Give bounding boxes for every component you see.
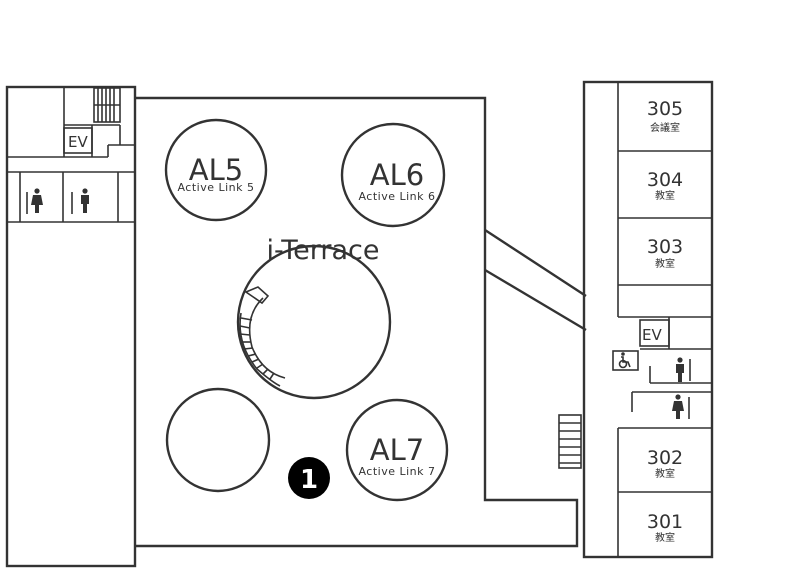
elevator-label-right: EV (642, 326, 662, 344)
spiral-stairs-icon (239, 286, 286, 387)
female-restroom-icon-right (672, 394, 684, 419)
right-wing: 305 会議室 304 教室 303 教室 EV (582, 80, 714, 559)
active-link-7-code: AL7 (370, 433, 424, 467)
room-302[interactable]: 302 教室 (647, 447, 683, 480)
room-304-number: 304 (647, 169, 683, 191)
room-304-label: 教室 (655, 189, 675, 202)
central-hall-outline (135, 96, 579, 548)
active-link-6-room[interactable] (340, 122, 446, 228)
location-marker-number: 1 (300, 465, 318, 495)
room-304[interactable]: 304 教室 (647, 169, 683, 202)
room-303-label: 教室 (655, 257, 675, 270)
male-restroom-icon-right (676, 357, 684, 382)
unlabeled-circular-room[interactable] (165, 387, 271, 493)
active-link-5-room[interactable] (164, 118, 268, 222)
left-wing: EV (5, 85, 137, 568)
active-link-7-room[interactable] (345, 398, 449, 502)
elevator-label-left: EV (68, 133, 88, 151)
active-link-5-code: AL5 (189, 153, 243, 187)
connecting-bridge (484, 228, 587, 469)
elevator-box-left (63, 127, 93, 154)
room-301[interactable]: 301 教室 (647, 511, 683, 544)
active-link-5-name: Active Link 5 (177, 181, 254, 194)
right-wing-outline (582, 80, 714, 559)
male-restroom-icon (81, 188, 89, 213)
room-303[interactable]: 303 教室 (647, 236, 683, 270)
room-302-number: 302 (647, 447, 683, 469)
active-link-6-code: AL6 (370, 158, 424, 192)
wheelchair-icon (612, 350, 639, 371)
room-301-number: 301 (647, 511, 683, 533)
i-terrace-spiral-stair[interactable] (236, 244, 392, 400)
active-link-7-name: Active Link 7 (358, 465, 435, 478)
stairs-icon (93, 87, 121, 123)
central-hall: AL5 Active Link 5 AL6 Active Link 6 i-Te… (135, 96, 579, 548)
room-305[interactable]: 305 会議室 (647, 98, 683, 134)
location-marker-icon[interactable]: 1 (288, 457, 330, 499)
room-305-label: 会議室 (650, 121, 680, 134)
room-305-number: 305 (647, 98, 683, 120)
room-301-label: 教室 (655, 531, 675, 544)
stairs-icon-right (558, 414, 582, 469)
room-302-label: 教室 (655, 467, 675, 480)
room-303-number: 303 (647, 236, 683, 258)
active-link-6-name: Active Link 6 (358, 190, 435, 203)
female-restroom-icon (31, 188, 43, 213)
left-wing-outline (5, 85, 137, 568)
i-terrace-label: i-Terrace (266, 235, 379, 266)
